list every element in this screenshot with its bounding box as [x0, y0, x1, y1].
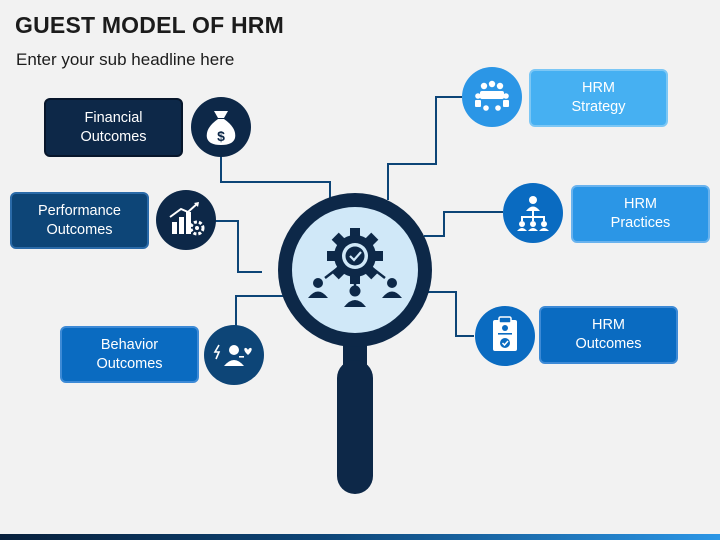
growth-chart-gear-icon	[156, 190, 216, 250]
connector-lines	[205, 96, 503, 356]
performance-outcomes-line1: Performance	[37, 202, 121, 219]
behavior-outcomes-line2: Outcomes	[96, 355, 163, 372]
org-chart-icon	[503, 183, 563, 243]
performance-outcomes-line2: Outcomes	[46, 221, 113, 238]
hrm-outcomes-line2: Outcomes	[575, 336, 642, 352]
hrm-outcomes-box: HRM Outcomes	[539, 306, 678, 364]
hrm-practices-line2: Practices	[610, 215, 671, 231]
hrm-strategy-box: HRM Strategy	[529, 69, 668, 127]
financial-outcomes-line2: Outcomes	[80, 128, 147, 145]
financial-outcomes-line1: Financial	[84, 109, 143, 126]
connector-financial	[220, 152, 331, 200]
behavior-outcomes-line1: Behavior	[100, 336, 159, 353]
hrm-practices-line1: HRM	[623, 196, 657, 212]
page-subtitle: Enter your sub headline here	[16, 50, 235, 69]
hrm-strategy-line2: Strategy	[571, 99, 626, 115]
hrm-outcomes-line1: HRM	[591, 317, 626, 333]
team-meeting-icon	[462, 67, 522, 127]
financial-outcomes-box: Financial Outcomes	[44, 98, 183, 157]
svg-text:$: $	[217, 128, 225, 144]
clipboard-check-icon	[475, 306, 535, 366]
hrm-strategy-line1: HRM	[581, 80, 616, 96]
magnifier-handle	[337, 340, 373, 494]
behavior-outcomes-box: Behavior Outcomes	[60, 326, 199, 383]
performance-outcomes-box: Performance Outcomes	[10, 192, 149, 249]
money-bag-icon: $	[191, 97, 251, 157]
person-emotions-icon	[204, 325, 264, 385]
gear-people-network-icon	[308, 228, 402, 307]
connector-strategy	[387, 96, 462, 200]
connector-practices	[424, 211, 503, 237]
connector-performance	[214, 220, 262, 273]
bottom-accent-bar	[0, 534, 720, 540]
page-title: GUEST MODEL OF HRM	[15, 12, 284, 38]
connector-hrm-outcomes	[420, 291, 474, 337]
hrm-practices-box: HRM Practices	[571, 185, 710, 243]
